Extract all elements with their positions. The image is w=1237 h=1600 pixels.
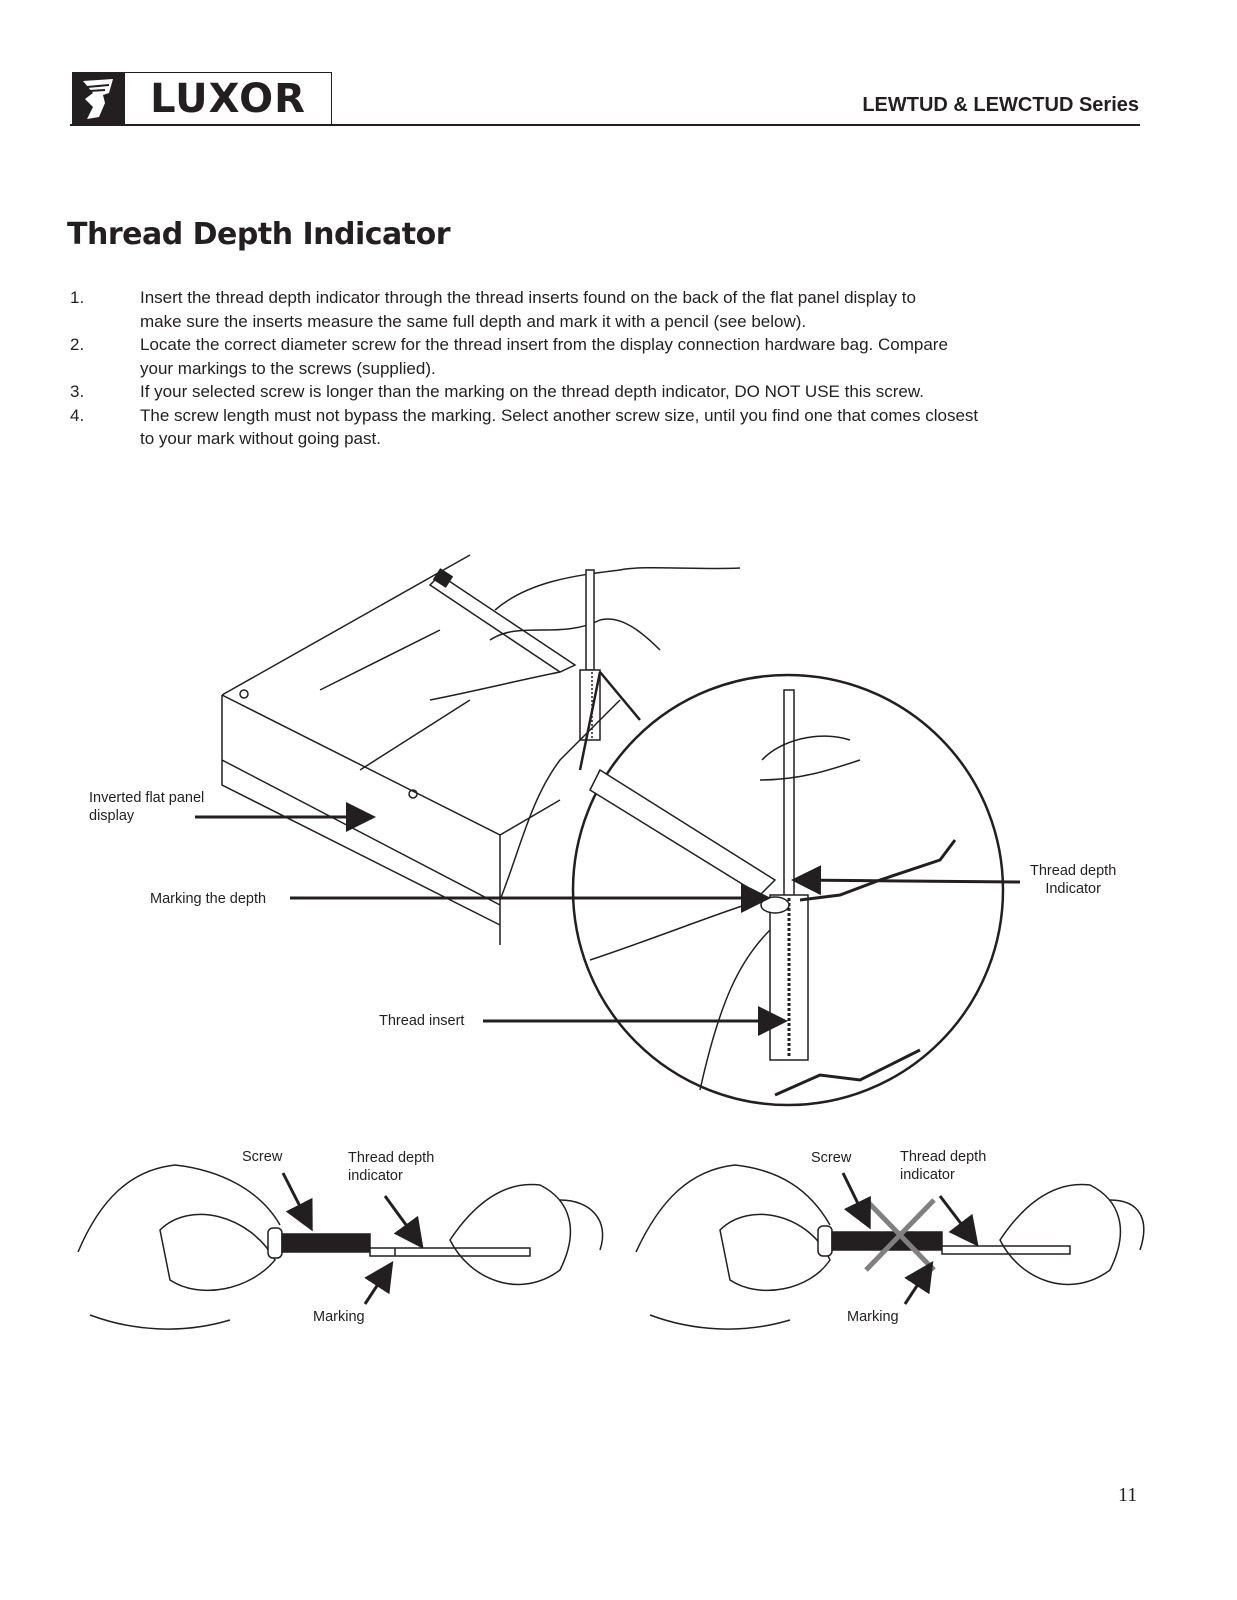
arrow-thread-depth-indicator bbox=[791, 865, 1021, 896]
series-title: LEWTUD & LEWCTUD Series bbox=[862, 94, 1139, 116]
label-screw-right: Screw bbox=[811, 1150, 852, 1166]
header-rule bbox=[70, 124, 1140, 126]
hands-pencil-drawing bbox=[428, 566, 741, 901]
pharaoh-logo-icon bbox=[73, 73, 125, 125]
luxor-logo: LUXOR bbox=[72, 72, 332, 126]
magnified-detail-drawing bbox=[571, 671, 1005, 1107]
instruction-list: 1.Insert the thread depth indicator thro… bbox=[70, 286, 1070, 451]
step-3: 3.If your selected screw is longer than … bbox=[70, 382, 924, 401]
arrow-marking-right bbox=[903, 1260, 934, 1305]
bottom-left-correct-drawing bbox=[77, 1164, 604, 1330]
bottom-right-incorrect-drawing bbox=[635, 1164, 1145, 1330]
label-marking-left: Marking bbox=[313, 1309, 365, 1325]
label-thread-insert: Thread insert bbox=[379, 1013, 465, 1029]
arrow-indicator-right bbox=[938, 1195, 979, 1247]
arrow-indicator-left bbox=[383, 1195, 424, 1249]
step-4: 4.The screw length must not bypass the m… bbox=[70, 405, 979, 449]
arrow-screw-left bbox=[281, 1172, 313, 1232]
section-title: Thread Depth Indicator bbox=[67, 217, 451, 252]
label-marking-right: Marking bbox=[847, 1309, 899, 1325]
flat-panel-display-drawing bbox=[221, 554, 561, 945]
brand-name: LUXOR bbox=[150, 76, 306, 122]
page-number: 11 bbox=[1118, 1484, 1138, 1506]
arrow-screw-right bbox=[841, 1172, 871, 1230]
arrow-marking-left bbox=[363, 1260, 394, 1305]
step-1: 1.Insert the thread depth indicator thro… bbox=[70, 288, 916, 331]
label-screw-left: Screw bbox=[242, 1149, 283, 1165]
label-marking-depth: Marking the depth bbox=[150, 891, 267, 907]
step-2: 2.Locate the correct diameter screw for … bbox=[70, 335, 948, 378]
